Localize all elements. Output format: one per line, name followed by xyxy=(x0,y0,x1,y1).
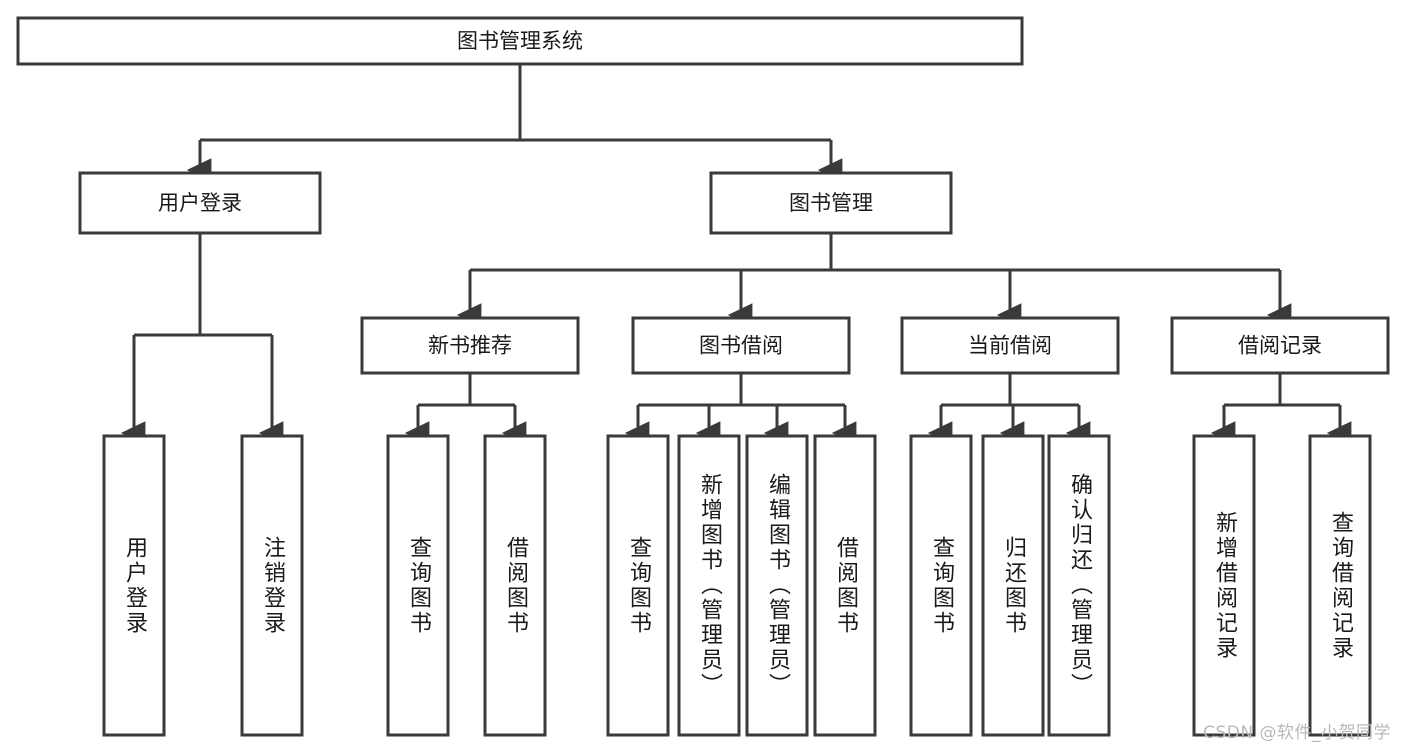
node-label-user-login: 用户登录 xyxy=(158,191,242,215)
node-box-leaf-query-book-cur[interactable] xyxy=(909,434,973,737)
node-box-leaf-user-login[interactable] xyxy=(102,434,166,737)
node-label-new-book-recommend: 新书推荐 xyxy=(428,334,512,358)
node-box-leaf-edit-book[interactable] xyxy=(745,434,809,737)
node-box-current-borrow[interactable] xyxy=(900,316,1120,375)
node-box-leaf-logout[interactable] xyxy=(240,434,304,737)
node-box-leaf-query-borrow-record[interactable] xyxy=(1308,434,1372,737)
node-box-leaf-add-borrow-record[interactable] xyxy=(1192,434,1256,737)
node-label-root: 图书管理系统 xyxy=(457,29,583,53)
node-label-book-borrow: 图书借阅 xyxy=(699,334,783,358)
node-label-book-manage: 图书管理 xyxy=(789,191,873,215)
node-box-user-login[interactable] xyxy=(78,171,322,235)
connectors-layer xyxy=(120,64,1352,445)
node-box-leaf-return-book[interactable] xyxy=(981,434,1045,737)
node-box-leaf-confirm-return[interactable] xyxy=(1047,434,1111,737)
node-box-new-book-recommend[interactable] xyxy=(360,316,580,375)
boxes-layer xyxy=(16,16,1390,737)
node-box-leaf-add-book[interactable] xyxy=(677,434,741,737)
node-box-leaf-query-book-rec[interactable] xyxy=(386,434,450,737)
node-label-current-borrow: 当前借阅 xyxy=(968,334,1052,358)
node-box-leaf-query-book[interactable] xyxy=(606,434,670,737)
node-box-root[interactable] xyxy=(16,16,1024,66)
node-box-leaf-borrow-book-rec[interactable] xyxy=(483,434,547,737)
node-box-book-manage[interactable] xyxy=(709,171,953,235)
node-box-borrow-record[interactable] xyxy=(1170,316,1390,375)
node-box-book-borrow[interactable] xyxy=(631,316,851,375)
node-box-leaf-borrow-book[interactable] xyxy=(813,434,877,737)
csdn-watermark: CSDN @软件_小贺同学 xyxy=(1203,723,1391,743)
node-label-borrow-record: 借阅记录 xyxy=(1238,334,1322,358)
